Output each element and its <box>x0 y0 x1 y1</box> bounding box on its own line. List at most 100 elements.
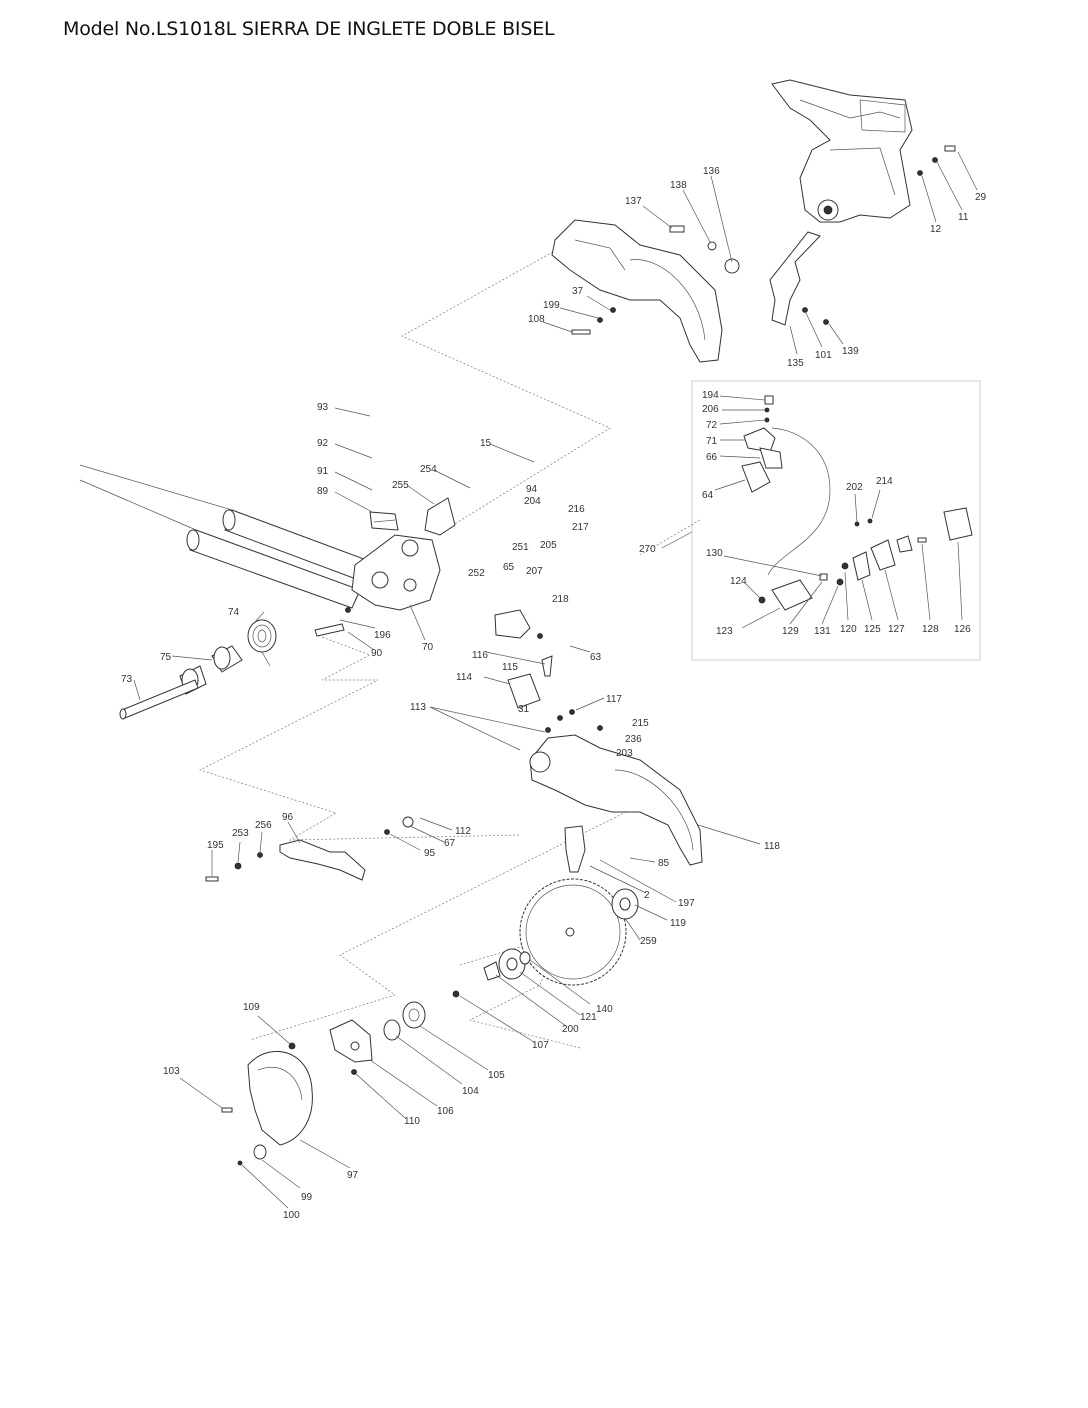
callout-label: 11 <box>958 212 969 223</box>
callout-label: 67 <box>444 838 456 849</box>
callout-label: 197 <box>678 898 695 909</box>
callout-label: 74 <box>228 607 240 618</box>
callout-label: 202 <box>846 482 863 493</box>
callout-label: 99 <box>301 1192 313 1203</box>
mid-fasteners <box>205 607 603 882</box>
callout-label: 89 <box>317 486 329 497</box>
callout-label: 128 <box>922 624 939 635</box>
callout-label: 112 <box>455 826 471 837</box>
callout-label: 123 <box>716 626 733 637</box>
callout-label: 131 <box>814 626 831 637</box>
callout-label: 70 <box>422 642 434 653</box>
callout-label: 214 <box>876 476 893 487</box>
callout-label: 95 <box>424 848 436 859</box>
callout-label: 103 <box>163 1066 180 1077</box>
callout-label: 127 <box>888 624 905 635</box>
switch-assembly-inset <box>691 380 981 661</box>
handle-assembly <box>771 79 913 223</box>
callout-label: 218 <box>552 594 569 605</box>
leader-lines <box>133 151 978 1209</box>
lever-part <box>769 231 821 326</box>
callout-label: 196 <box>374 630 391 641</box>
callout-label: 90 <box>371 648 383 659</box>
callout-label: 199 <box>543 300 560 311</box>
callout-label: 66 <box>706 452 718 463</box>
saw-blade <box>519 878 627 986</box>
callout-label: 217 <box>572 522 589 533</box>
callout-label: 137 <box>625 196 642 207</box>
callout-label: 114 <box>456 672 472 683</box>
callout-label: 72 <box>706 420 718 431</box>
callout-label: 195 <box>207 840 224 851</box>
callout-label: 15 <box>480 438 492 449</box>
upper-blade-guard <box>551 219 723 363</box>
callout-label: 31 <box>518 704 530 715</box>
callout-label: 115 <box>502 662 518 673</box>
top-fasteners <box>571 145 956 335</box>
callout-label: 254 <box>420 464 437 475</box>
callout-label: 256 <box>255 820 272 831</box>
blade-flanges <box>452 888 639 998</box>
callout-label: 105 <box>488 1070 505 1081</box>
callout-label: 236 <box>625 734 642 745</box>
lower-blade-guard <box>507 655 703 866</box>
callout-label: 270 <box>639 544 656 555</box>
callout-label: 29 <box>975 192 987 203</box>
callout-label: 108 <box>528 314 545 325</box>
callout-label: 101 <box>815 350 832 361</box>
callout-label: 85 <box>658 858 670 869</box>
callout-label: 203 <box>616 748 633 759</box>
callout-label: 207 <box>526 566 543 577</box>
callout-label: 118 <box>764 841 780 852</box>
callout-label: 255 <box>392 480 409 491</box>
callout-label: 124 <box>730 576 747 587</box>
callout-label: 206 <box>702 404 719 415</box>
callout-label: 136 <box>703 166 720 177</box>
callout-label: 205 <box>540 540 557 551</box>
callout-label: 2 <box>644 890 650 901</box>
callout-label: 216 <box>568 504 585 515</box>
callout-label: 252 <box>468 568 485 579</box>
callout-label: 215 <box>632 718 649 729</box>
callout-label: 96 <box>282 812 294 823</box>
callout-label: 251 <box>512 542 529 553</box>
callout-label: 71 <box>706 436 718 447</box>
callout-label: 97 <box>347 1170 359 1181</box>
guide-rails <box>79 464 381 609</box>
callout-label: 120 <box>840 624 857 635</box>
callout-label: 100 <box>283 1210 300 1221</box>
callout-label: 117 <box>606 694 622 705</box>
callout-label: 75 <box>160 652 172 663</box>
shaft-spring-group <box>119 619 345 720</box>
callout-label: 140 <box>596 1004 613 1015</box>
callout-label: 107 <box>532 1040 549 1051</box>
callout-labels: 136 138 137 29 11 12 37 199 108 135 101 … <box>121 166 987 1221</box>
callout-label: 73 <box>121 674 133 685</box>
callout-label: 106 <box>437 1106 454 1117</box>
callout-label: 91 <box>317 466 329 477</box>
callout-label: 138 <box>670 180 687 191</box>
switch-assembly-parts <box>741 395 973 611</box>
riving-piece <box>564 825 586 873</box>
callout-label: 116 <box>472 650 488 661</box>
callout-label: 109 <box>243 1002 260 1013</box>
callout-label: 129 <box>782 626 799 637</box>
callout-label: 259 <box>640 936 657 947</box>
callout-label: 92 <box>317 438 329 449</box>
page-title: Model No.LS1018L SIERRA DE INGLETE DOBLE… <box>63 18 555 40</box>
callout-label: 104 <box>462 1086 479 1097</box>
callout-label: 135 <box>787 358 804 369</box>
callout-label: 130 <box>706 548 723 559</box>
callout-label: 12 <box>930 224 942 235</box>
callout-label: 200 <box>562 1024 579 1035</box>
callout-label: 253 <box>232 828 249 839</box>
callout-label: 37 <box>572 286 584 297</box>
callout-label: 93 <box>317 402 329 413</box>
guard-plate-group <box>288 1001 426 1075</box>
callout-label: 121 <box>580 1012 597 1023</box>
callout-label: 125 <box>864 624 881 635</box>
callout-label: 139 <box>842 346 859 357</box>
safety-cover <box>221 1050 313 1166</box>
